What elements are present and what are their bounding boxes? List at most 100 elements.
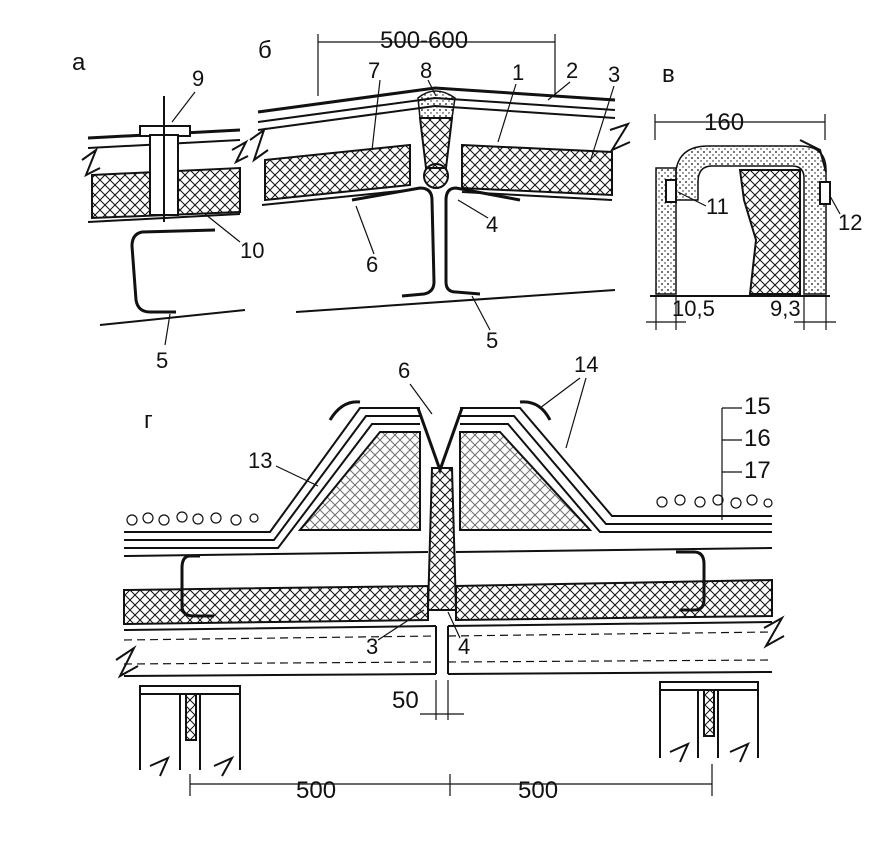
callout-6g: 6 xyxy=(398,358,410,383)
callout-1: 1 xyxy=(512,60,524,85)
callout-2: 2 xyxy=(566,58,578,83)
view-b-label: б xyxy=(258,37,272,64)
callout-5b: 5 xyxy=(486,328,498,353)
view-g-layer-3-left xyxy=(124,423,420,549)
callout-15: 15 xyxy=(744,393,771,420)
leader-6g xyxy=(409,383,433,415)
view-b-top-sheet xyxy=(257,86,616,114)
callout-4a: 4 xyxy=(486,212,498,237)
view-g-panel-top xyxy=(123,547,773,557)
view-b-cord xyxy=(423,163,449,189)
view-v-insulation xyxy=(738,169,801,295)
dim-v-width-line xyxy=(654,114,826,140)
view-g-break-right xyxy=(763,615,785,649)
dim-v-left: 10,5 xyxy=(672,296,715,321)
view-g-label: г xyxy=(144,407,153,434)
view-b-insulation-left xyxy=(264,143,411,202)
dim-top-span-line xyxy=(317,34,556,96)
callout-7: 7 xyxy=(368,58,380,83)
view-v-label: в xyxy=(662,61,675,88)
dim-g-gap: 50 xyxy=(392,687,419,714)
dim-g-spans-line xyxy=(189,764,713,796)
view-b-sealant-8 xyxy=(417,90,456,119)
dim-g-gap-lines xyxy=(420,680,464,720)
view-a-break-right xyxy=(231,139,249,165)
callout-17: 17 xyxy=(744,457,771,484)
leader-4a xyxy=(457,199,489,219)
view-g-layer-1-right xyxy=(460,407,772,517)
dim-g-left: 500 xyxy=(296,777,336,804)
view-v-clip-12 xyxy=(819,181,831,205)
callout-12: 12 xyxy=(838,210,862,235)
leader-3a xyxy=(589,85,615,163)
leader-11 xyxy=(677,191,707,207)
leader-9 xyxy=(171,91,196,123)
leader-14 xyxy=(539,377,587,449)
leader-6a xyxy=(355,205,375,255)
view-b-profile-right xyxy=(444,186,521,296)
view-g-slab-dash-bottom xyxy=(123,659,773,665)
leader-1 xyxy=(497,83,517,143)
view-a-channel xyxy=(130,228,216,314)
view-g-layer-1-left xyxy=(124,407,420,533)
callout-3a: 3 xyxy=(608,62,620,87)
dim-top-span: 500-600 xyxy=(380,27,468,54)
callout-8: 8 xyxy=(420,58,432,83)
leader-4g xyxy=(447,611,461,639)
callout-11: 11 xyxy=(706,194,729,219)
leader-8 xyxy=(427,79,437,97)
callout-14: 14 xyxy=(574,352,598,377)
view-a-break-left xyxy=(81,147,101,178)
view-b-break-left xyxy=(249,127,269,163)
view-g-v-notch xyxy=(416,407,464,475)
dim-v-width: 160 xyxy=(704,109,744,136)
callout-3g: 3 xyxy=(366,634,378,659)
view-v-clip-11 xyxy=(665,179,677,203)
leader-13 xyxy=(275,465,319,487)
view-g-layer-2-left xyxy=(124,415,420,541)
view-g-layer-2-right xyxy=(460,415,772,525)
callout-16: 16 xyxy=(744,425,771,452)
callout-5a: 5 xyxy=(156,348,168,373)
view-g-support-right xyxy=(659,681,759,763)
leader-5b xyxy=(471,295,491,331)
view-g-hem-edges xyxy=(328,400,552,421)
view-g-slab-top xyxy=(123,621,773,631)
view-g-support-left xyxy=(139,685,241,777)
leader-12 xyxy=(829,195,841,215)
dim-v-right: 9,3 xyxy=(770,296,801,321)
view-b-insulation-right xyxy=(461,143,613,197)
leader-5a xyxy=(164,313,171,346)
view-v-sealant-edge xyxy=(799,139,827,173)
view-g-slab-gap xyxy=(435,626,449,674)
view-g-insulation-left xyxy=(123,584,429,626)
view-g-center-post xyxy=(426,467,458,611)
view-v-gasket xyxy=(675,145,827,295)
view-a-base-line xyxy=(99,309,246,326)
view-g-fill-left xyxy=(297,431,421,531)
leader-3g xyxy=(377,609,425,641)
view-g: г xyxy=(115,352,785,804)
dim-v-bottom-lines xyxy=(646,296,836,330)
view-g-slab-bottom xyxy=(123,671,773,677)
view-v: в 160 11 12 10,5 9,3 xyxy=(646,61,862,330)
view-g-gravel xyxy=(126,494,773,526)
callout-10: 10 xyxy=(240,238,264,263)
view-g-layer-bracket xyxy=(721,407,742,520)
leader-7 xyxy=(371,79,381,151)
callout-13: 13 xyxy=(248,448,272,473)
view-a: а 9 10 5 xyxy=(72,49,264,373)
view-b: б 500-600 7 8 1 2 3 4 6 xyxy=(249,27,631,353)
leader-10 xyxy=(204,213,241,243)
view-b-break-right xyxy=(609,122,631,153)
view-b-gasket xyxy=(418,117,454,169)
view-g-insulation-right xyxy=(455,578,773,622)
callout-4g: 4 xyxy=(458,634,470,659)
view-g-break-left xyxy=(115,645,139,679)
callout-6a: 6 xyxy=(366,252,378,277)
view-b-base-line xyxy=(295,289,616,313)
view-g-fill-right xyxy=(459,431,593,531)
dim-g-right: 500 xyxy=(518,777,558,804)
view-g-layer-3-right xyxy=(460,423,772,533)
